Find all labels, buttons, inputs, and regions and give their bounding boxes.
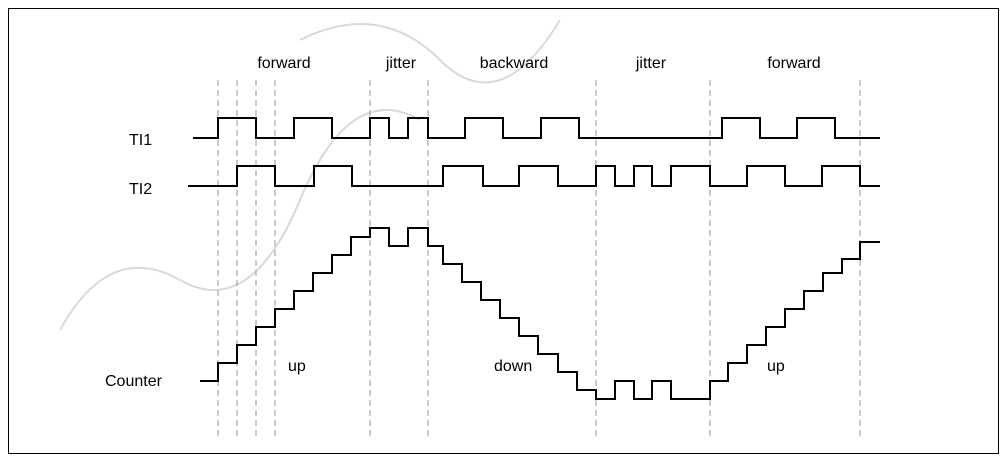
ti1-waveform xyxy=(193,117,880,139)
counter-waveform xyxy=(200,227,880,400)
phase-label-forward-1: forward xyxy=(257,55,310,72)
direction-label-down: down xyxy=(494,358,532,375)
signal-label-counter: Counter xyxy=(105,373,163,390)
guide-lines xyxy=(217,80,861,438)
phase-label-forward-2: forward xyxy=(767,55,820,72)
phase-label-backward: backward xyxy=(480,55,548,72)
watermark xyxy=(59,19,561,331)
signal-label-ti1: TI1 xyxy=(129,132,152,149)
direction-label-up-2: up xyxy=(767,358,785,375)
phase-label-jitter-1: jitter xyxy=(385,55,417,72)
phase-label-jitter-2: jitter xyxy=(635,55,667,72)
diagram-frame xyxy=(8,8,999,454)
signal-label-ti2: TI2 xyxy=(129,181,152,198)
ti2-waveform xyxy=(188,165,880,187)
direction-label-up-1: up xyxy=(288,358,306,375)
phase-labels: forward jitter backward jitter forward xyxy=(257,55,820,72)
